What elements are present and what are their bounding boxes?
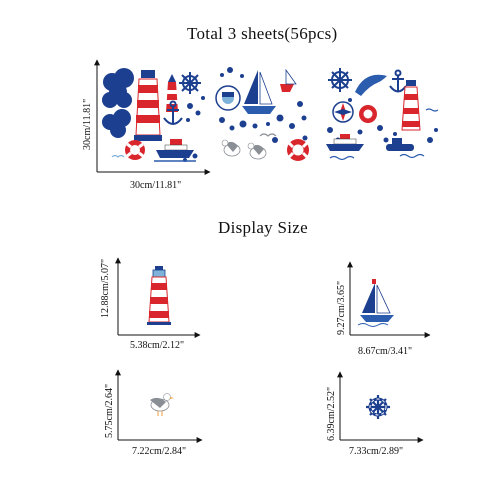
display-axes — [347, 261, 431, 338]
sticker-sheet-2 — [215, 67, 309, 161]
seagull-icon — [221, 139, 241, 157]
ship-icon — [154, 139, 196, 162]
seagull-icon — [259, 133, 277, 137]
sheet-width-label: 30cm/11.81" — [130, 180, 182, 191]
sheet-axes — [94, 59, 211, 175]
seagull-icon — [150, 393, 174, 416]
ship-wheel-icon — [366, 395, 390, 419]
sticker-sheet-3 — [326, 68, 439, 161]
sailboat-icon — [357, 279, 394, 327]
seagull-display — [115, 369, 203, 443]
ship-wheel-icon — [328, 68, 352, 92]
ship-wheel-icon — [179, 72, 201, 94]
display-size-title: Display Size — [218, 218, 309, 237]
sailboat-icon — [242, 70, 276, 114]
life-ring-icon — [359, 105, 377, 123]
ship-wheel-width-label: 7.33cm/2.89" — [349, 446, 404, 457]
waves-icon — [329, 108, 439, 161]
anchor-icon — [163, 100, 183, 125]
seagull-width-label: 7.22cm/2.84" — [132, 446, 187, 457]
ship-wheel-display — [337, 371, 424, 443]
lighthouse-width-label: 5.38cm/2.12" — [130, 340, 185, 351]
sticker-sheet-1 — [94, 59, 211, 175]
life-ring-icon — [287, 139, 309, 161]
bubbles-icon — [219, 67, 308, 143]
compass-icon — [215, 85, 241, 111]
ship-icon — [326, 134, 364, 151]
submarine-icon — [386, 138, 414, 151]
display-axes — [115, 257, 201, 338]
sailboat-width-label: 8.67cm/3.41" — [358, 346, 413, 357]
lighthouse-icon — [401, 80, 421, 131]
seagull-icon — [111, 154, 125, 158]
lighthouse-display — [115, 257, 201, 338]
compass-icon — [332, 101, 354, 123]
lighthouse-icon — [147, 266, 171, 325]
dolphin-icon — [355, 74, 387, 96]
small-boat-icon — [280, 68, 297, 92]
cloud-icon — [102, 109, 131, 138]
display-axes — [115, 369, 203, 443]
seagull-icon — [247, 142, 267, 160]
life-ring-icon — [125, 140, 145, 160]
display-axes — [337, 371, 424, 443]
cloud-icon — [102, 68, 134, 108]
lighthouse-icon — [134, 70, 162, 141]
page-title: Total 3 sheets(56pcs) — [187, 24, 338, 43]
sailboat-display — [347, 261, 431, 338]
anchor-icon — [389, 69, 407, 93]
